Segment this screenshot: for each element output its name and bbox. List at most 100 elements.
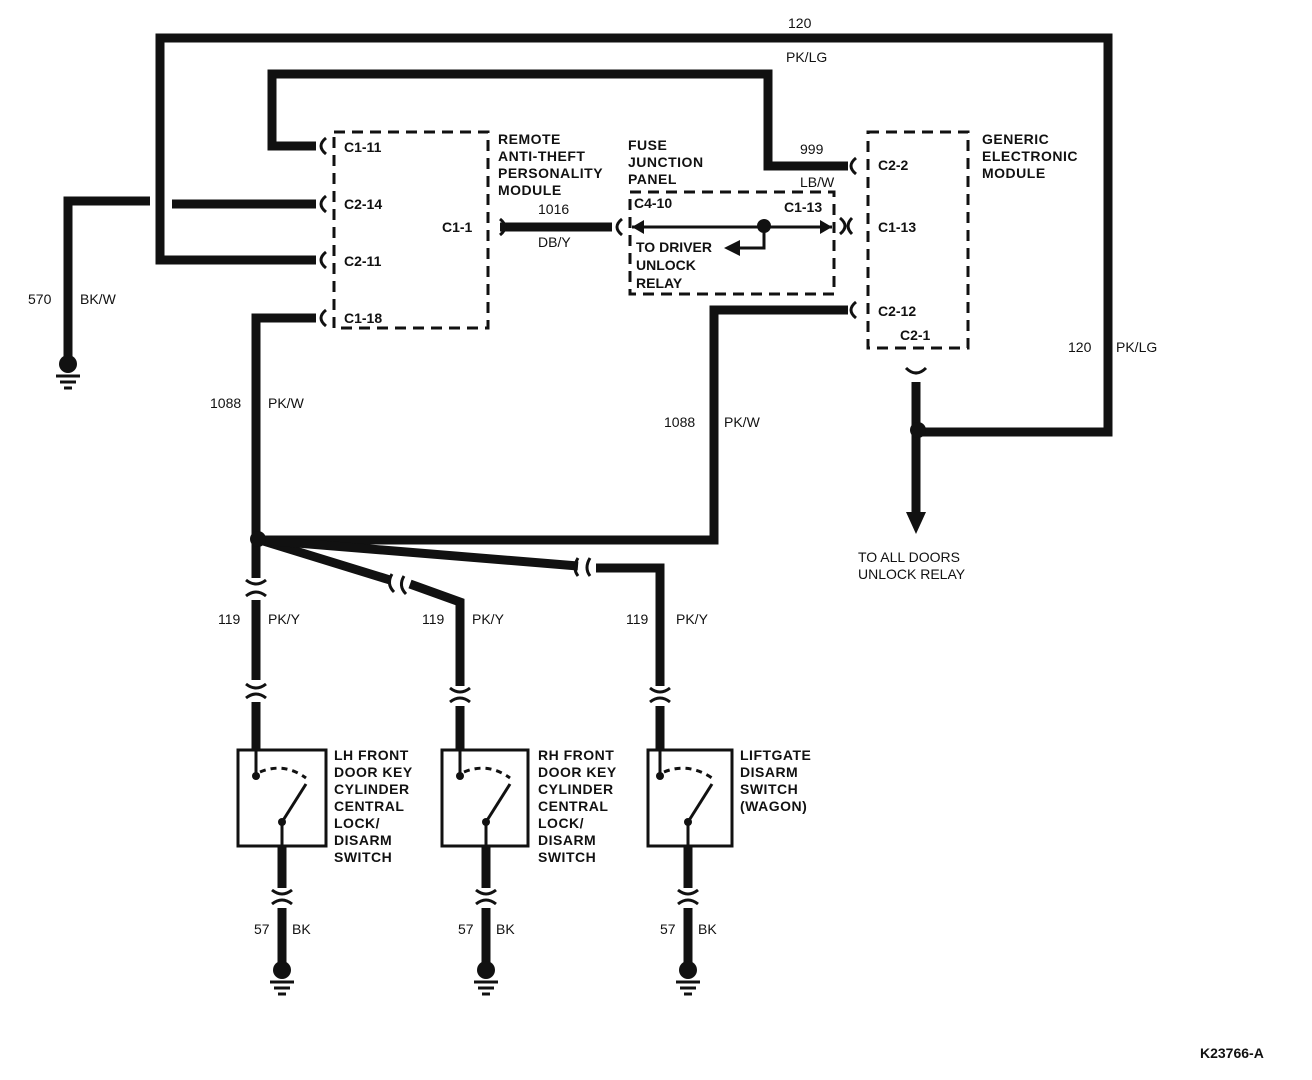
figure-id: K23766-A xyxy=(1200,1045,1264,1061)
wire-999-color: LB/W xyxy=(800,174,835,190)
fjp-title-1: FUSE xyxy=(628,137,667,153)
fjp-pin-c4-10: C4-10 xyxy=(634,195,672,211)
gem-pin-c2-2: C2-2 xyxy=(878,157,909,173)
rh-switch-label-5: LOCK/ xyxy=(538,815,584,831)
wire-119-c-circuit: 119 xyxy=(626,611,649,627)
wire-119-a-circuit: 119 xyxy=(218,611,241,627)
fjp-relay-wire xyxy=(736,226,766,250)
fjp-note-3: RELAY xyxy=(636,275,683,291)
splice-1088 xyxy=(250,531,266,547)
wire-119-pk-y-rh xyxy=(258,535,392,585)
rap-title-4: MODULE xyxy=(498,182,562,198)
wire-119-c-color: PK/Y xyxy=(676,611,709,627)
wire-57-b-circuit: 57 xyxy=(458,921,474,937)
wire-999-circuit: 999 xyxy=(800,141,824,157)
wire-1088-left-color: PK/W xyxy=(268,395,305,411)
fjp-relay-arrow xyxy=(724,240,740,256)
rh-switch-label-3: CYLINDER xyxy=(538,781,614,797)
wire-119-pk-y-lg-2 xyxy=(596,563,665,686)
rap-module-box xyxy=(332,130,490,330)
rap-connectors xyxy=(319,136,507,328)
lg-switch-label-2: DISARM xyxy=(740,764,798,780)
wire-119-pk-y-lg xyxy=(259,535,579,571)
lh-switch-label-1: LH FRONT xyxy=(334,747,409,763)
wire-1088-left-circuit: 1088 xyxy=(210,395,241,411)
rh-switch-label-4: CENTRAL xyxy=(538,798,608,814)
wire-1088-right-circuit: 1088 xyxy=(664,414,695,430)
gem-pin-c2-1: C2-1 xyxy=(900,327,931,343)
wire-1088-right-color: PK/W xyxy=(724,414,761,430)
wire-120-right-color: PK/LG xyxy=(1116,339,1157,355)
rh-switch-label-6: DISARM xyxy=(538,832,596,848)
rap-pin-c1-11: C1-11 xyxy=(344,139,382,155)
lh-switch-label-4: CENTRAL xyxy=(334,798,404,814)
gem-title-3: MODULE xyxy=(982,165,1046,181)
lg-switch xyxy=(646,748,734,848)
rap-title-3: PERSONALITY xyxy=(498,165,603,181)
lg-switch-label-3: SWITCH xyxy=(740,781,798,797)
gem-title-1: GENERIC xyxy=(982,131,1049,147)
all-doors-label-1: TO ALL DOORS xyxy=(858,549,960,565)
lh-switch-label-6: DISARM xyxy=(334,832,392,848)
wire-570-circuit: 570 xyxy=(28,291,52,307)
rap-pin-c2-14: C2-14 xyxy=(344,196,382,212)
wire-1016-color: DB/Y xyxy=(538,234,571,250)
fjp-arrow-right xyxy=(820,220,832,234)
ground-icon xyxy=(676,961,700,996)
gem-pin-c1-13: C1-13 xyxy=(878,219,916,235)
arrow-all-doors xyxy=(906,512,926,534)
inline-connectors xyxy=(245,557,699,906)
rap-title-1: REMOTE xyxy=(498,131,561,147)
wire-57-c-color: BK xyxy=(698,921,717,937)
all-doors-label-2: UNLOCK RELAY xyxy=(858,566,966,582)
fjp-note-2: UNLOCK xyxy=(636,257,696,273)
rh-switch-label-7: SWITCH xyxy=(538,849,596,865)
rh-switch-label-2: DOOR KEY xyxy=(538,764,617,780)
fjp-arrow-left xyxy=(632,220,644,234)
splice-120 xyxy=(910,422,926,438)
wire-119-b-color: PK/Y xyxy=(472,611,505,627)
gem-box xyxy=(866,130,970,350)
wire-570-color: BK/W xyxy=(80,291,117,307)
wire-119-pk-y-rh-2 xyxy=(408,579,465,686)
wire-119-b-circuit: 119 xyxy=(422,611,445,627)
wire-57-a-color: BK xyxy=(292,921,311,937)
wire-120-top-circuit: 120 xyxy=(788,15,812,31)
wire-120-pk-lg xyxy=(155,33,1113,437)
lh-switch-label-5: LOCK/ xyxy=(334,815,380,831)
fjp-note-1: TO DRIVER xyxy=(636,239,712,255)
gem-pin-c2-12: C2-12 xyxy=(878,303,916,319)
gem-connectors xyxy=(849,156,928,375)
fjp-connectors xyxy=(615,216,854,237)
lg-switch-label-1: LIFTGATE xyxy=(740,747,811,763)
wire-57-c-circuit: 57 xyxy=(660,921,676,937)
fjp-title-3: PANEL xyxy=(628,171,677,187)
wire-120-right-circuit: 120 xyxy=(1068,339,1092,355)
lh-switch-label-3: CYLINDER xyxy=(334,781,410,797)
rh-switch xyxy=(440,748,530,848)
ground-icon xyxy=(474,961,498,996)
rap-title-2: ANTI-THEFT xyxy=(498,148,585,164)
lh-switch-label-7: SWITCH xyxy=(334,849,392,865)
fjp-box xyxy=(628,190,836,296)
wire-119-a-color: PK/Y xyxy=(268,611,301,627)
fjp-title-2: JUNCTION xyxy=(628,154,704,170)
rap-pin-c1-1: C1-1 xyxy=(442,219,473,235)
wire-1088-pk-w-left xyxy=(251,313,316,536)
lg-switch-label-4: (WAGON) xyxy=(740,798,807,814)
gem-title-2: ELECTRONIC xyxy=(982,148,1078,164)
wire-1016-circuit: 1016 xyxy=(538,201,569,217)
wire-999-lb-w xyxy=(267,69,848,171)
wire-1088-pk-w-right xyxy=(258,305,848,545)
wire-120-top-color: PK/LG xyxy=(786,49,827,65)
fjp-pin-c1-13: C1-13 xyxy=(784,199,822,215)
rap-pin-c1-18: C1-18 xyxy=(344,310,382,326)
wire-570-bk-w-drop xyxy=(63,196,150,358)
rap-pin-c2-11: C2-11 xyxy=(344,253,382,269)
lh-switch-label-2: DOOR KEY xyxy=(334,764,413,780)
ground-icon xyxy=(270,961,294,996)
rh-switch-label-1: RH FRONT xyxy=(538,747,614,763)
ground-icon xyxy=(56,355,80,390)
lh-switch xyxy=(236,748,328,848)
